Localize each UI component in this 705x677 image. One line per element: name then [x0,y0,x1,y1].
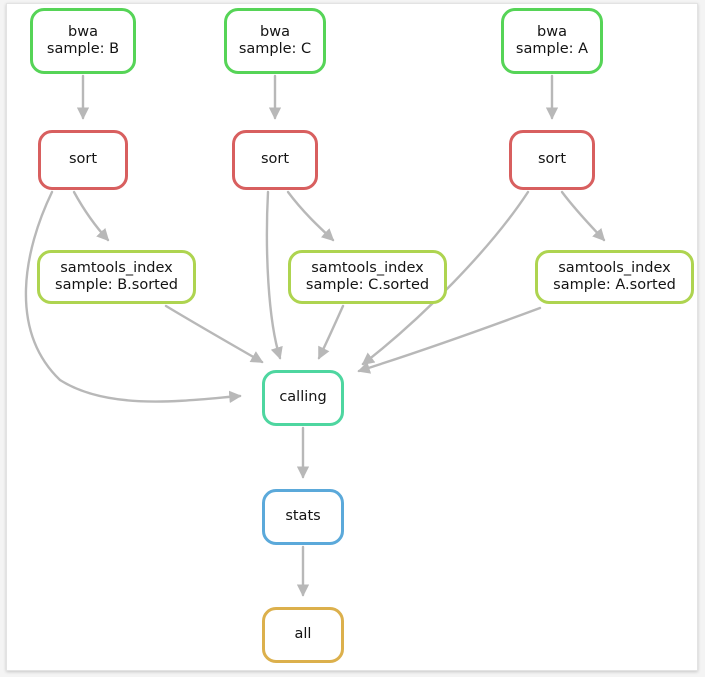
diagram-sheet [6,3,698,671]
node-label-secondary: sample: A.sorted [553,277,676,293]
node-sort_C[interactable]: sort [232,130,318,190]
node-label-secondary: sample: A [515,41,589,57]
node-label-primary: bwa [537,23,567,40]
node-label-primary: stats [285,508,321,525]
node-label-primary: samtools_index [311,259,424,276]
node-label-primary: sort [260,151,290,168]
node-label-primary: samtools_index [60,259,173,276]
node-label-secondary: sample: B [46,41,120,57]
node-label-primary: bwa [68,23,98,40]
node-label-primary: calling [279,389,327,406]
node-label-primary: samtools_index [558,259,671,276]
node-calling[interactable]: calling [262,370,344,426]
node-label-primary: sort [537,151,567,168]
node-label-primary: sort [68,151,98,168]
node-sort_A[interactable]: sort [509,130,595,190]
node-label-secondary: sample: B.sorted [55,277,178,293]
node-sort_B[interactable]: sort [38,130,128,190]
node-label-primary: all [294,626,312,643]
node-label-secondary: sample: C.sorted [305,277,430,293]
node-label-secondary: sample: C [238,41,312,57]
node-all[interactable]: all [262,607,344,663]
node-label-primary: bwa [260,23,290,40]
node-stats[interactable]: stats [262,489,344,545]
